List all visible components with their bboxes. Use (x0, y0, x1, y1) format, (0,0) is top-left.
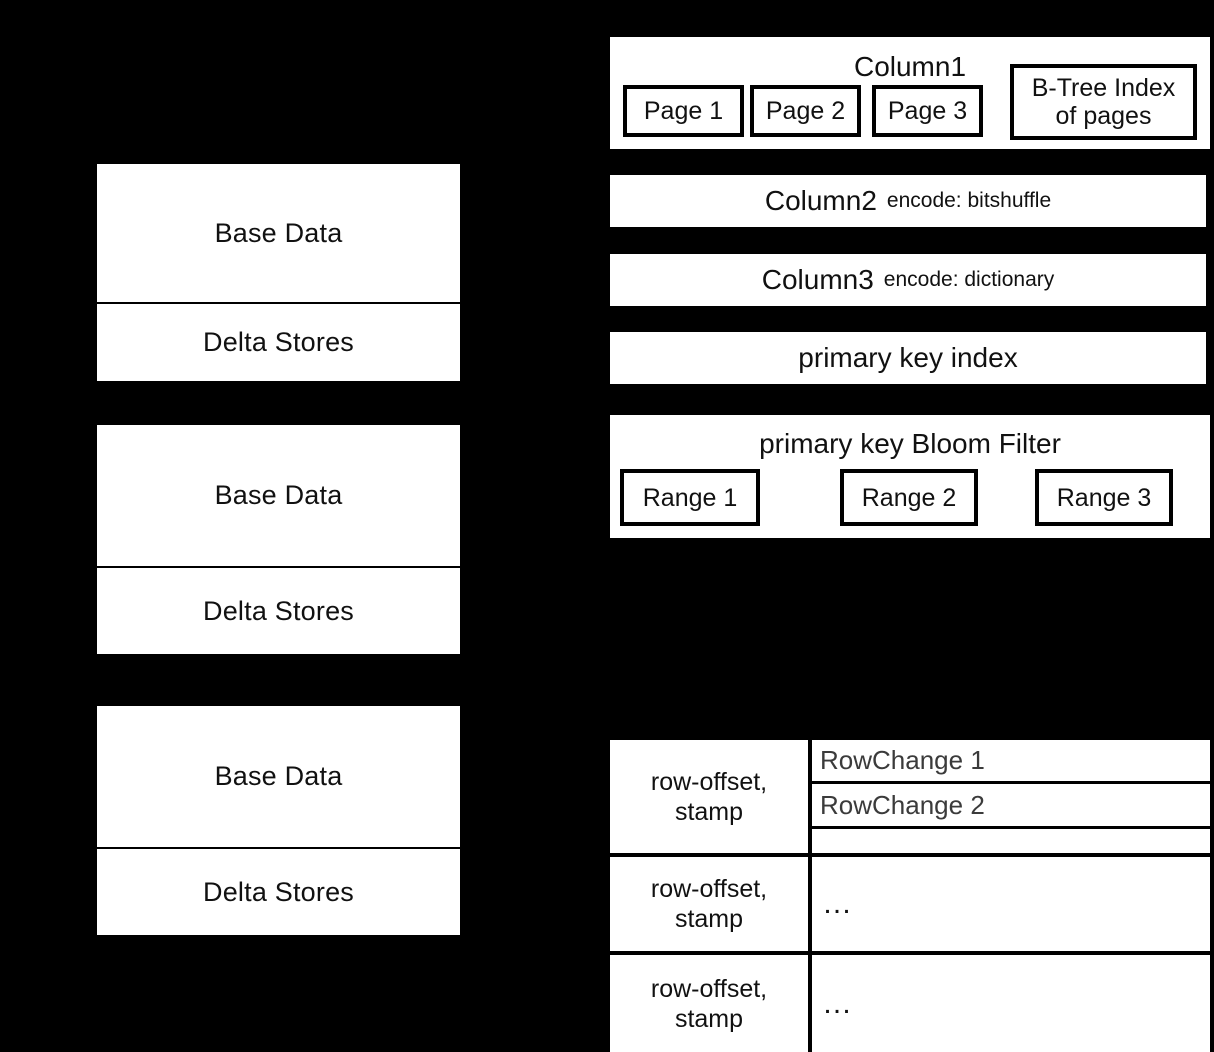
rowset-1: Base Data Delta Stores (97, 164, 460, 383)
row-offset-line-2: stamp (674, 797, 744, 826)
primary-key-index-title: primary key index (798, 342, 1018, 373)
base-data-block-1: Base Data (97, 164, 460, 304)
page-box-3: Page 3 (872, 85, 983, 137)
primary-key-index-block: primary key index (610, 332, 1206, 384)
row-offset-line-1: row-offset, (650, 974, 768, 1003)
column2-encode: encode: bitshuffle (886, 189, 1052, 212)
base-data-label: Base Data (214, 480, 343, 510)
btree-index-line-1: B-Tree Index (1031, 74, 1176, 102)
delta-stores-block-2: Delta Stores (97, 568, 460, 654)
delta-stores-block-3: Delta Stores (97, 849, 460, 935)
row-change-entry-empty (812, 829, 1210, 853)
column3-title: Column3 (761, 264, 874, 295)
row-change-entry: RowChange 2 (812, 784, 1210, 829)
base-data-block-3: Base Data (97, 706, 460, 849)
row-change-label: RowChange 1 (820, 745, 985, 776)
delta-stores-label: Delta Stores (203, 327, 354, 357)
column3-block: Column3 encode: dictionary (610, 254, 1206, 306)
base-data-label: Base Data (214, 217, 343, 248)
row-offset-stamp-cell: row-offset, stamp (610, 955, 812, 1052)
range-box-3: Range 3 (1035, 469, 1173, 526)
range-label: Range 2 (861, 483, 957, 512)
delta-table-row: row-offset, stamp RowChange 1 RowChange … (610, 740, 1210, 857)
delta-table-row: row-offset, stamp … (610, 955, 1210, 1052)
bloom-filter-title: primary key Bloom Filter (759, 428, 1061, 459)
base-data-block-2: Base Data (97, 425, 460, 568)
page-label: Page 3 (887, 97, 968, 125)
page-label: Page 2 (765, 97, 846, 125)
page-box-2: Page 2 (750, 85, 861, 137)
row-offset-line-2: stamp (674, 905, 744, 933)
row-offset-line-2: stamp (674, 1004, 744, 1033)
delta-table-row: row-offset, stamp … (610, 857, 1210, 955)
delta-store-table: row-offset, stamp RowChange 1 RowChange … (610, 740, 1210, 1052)
delta-stores-label: Delta Stores (203, 876, 354, 907)
delta-stores-block-1: Delta Stores (97, 304, 460, 381)
row-changes-cell: … (812, 857, 1210, 951)
bloom-filter-block: primary key Bloom Filter Range 1 Range 2… (610, 415, 1210, 538)
column1-block: Column1 Page 1 Page 2 Page 3 B-Tree Inde… (610, 37, 1210, 149)
delta-stores-label: Delta Stores (203, 595, 354, 626)
range-box-2: Range 2 (840, 469, 978, 526)
rowset-2: Base Data Delta Stores (97, 425, 460, 654)
ellipsis-label: … (822, 986, 855, 1020)
column2-block: Column2 encode: bitshuffle (610, 175, 1206, 227)
row-changes-cell: … (812, 955, 1210, 1052)
rowset-3: Base Data Delta Stores (97, 706, 460, 935)
base-data-label: Base Data (214, 761, 343, 791)
row-change-entry: RowChange 1 (812, 740, 1210, 785)
ellipsis-label: … (822, 887, 855, 920)
page-box-1: Page 1 (623, 85, 744, 137)
row-change-label: RowChange 2 (820, 789, 985, 820)
row-changes-cell: RowChange 1 RowChange 2 (812, 740, 1210, 853)
range-label: Range 3 (1056, 483, 1152, 512)
column2-title: Column2 (764, 185, 877, 216)
btree-index-line-2: of pages (1055, 102, 1152, 130)
row-offset-stamp-cell: row-offset, stamp (610, 740, 812, 853)
column1-title: Column1 (853, 51, 967, 82)
page-label: Page 1 (643, 97, 724, 125)
btree-index-box: B-Tree Index of pages (1010, 64, 1197, 140)
range-box-1: Range 1 (620, 469, 760, 526)
row-offset-line-1: row-offset, (650, 767, 768, 796)
range-label: Range 1 (642, 483, 738, 512)
row-offset-line-1: row-offset, (650, 875, 768, 903)
row-offset-stamp-cell: row-offset, stamp (610, 857, 812, 951)
column3-encode: encode: dictionary (883, 268, 1055, 291)
